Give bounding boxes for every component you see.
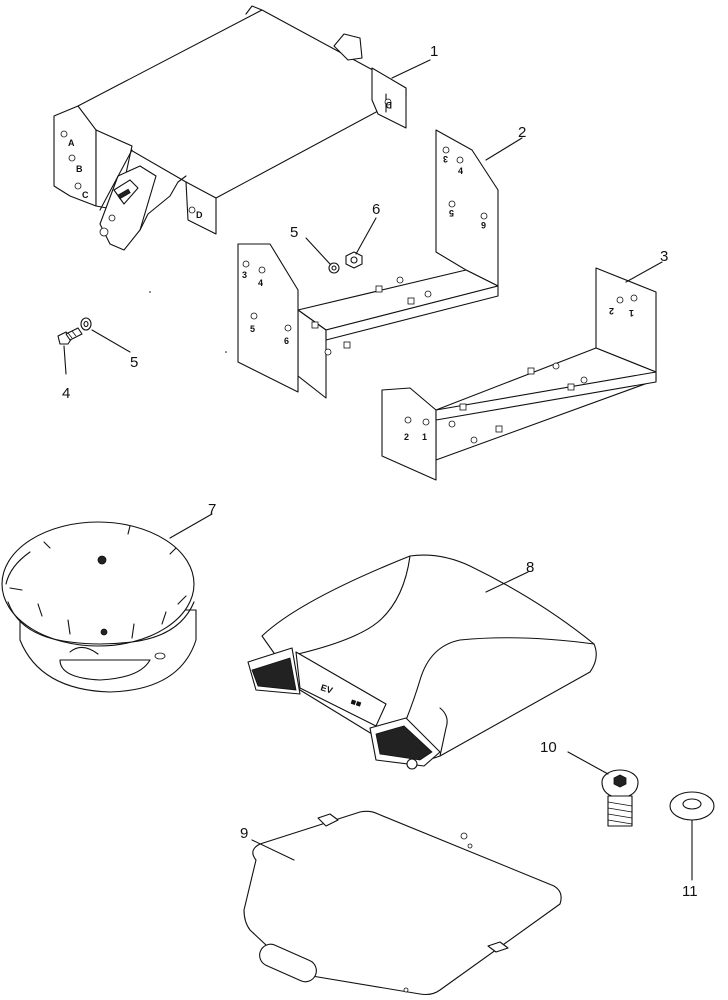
callout-10: 10 (540, 739, 557, 756)
part-3-u-bracket: 2 1 2 1 (381, 267, 657, 481)
mark-l4: 4 (258, 278, 263, 288)
callout-11: 11 (682, 883, 698, 900)
mark-l5: 5 (250, 324, 255, 334)
part-10-screw (601, 769, 639, 827)
mark-c: C (82, 190, 89, 200)
svg-text:EV: EV (319, 682, 334, 695)
mark-l6: 6 (284, 336, 289, 346)
part-1-mounting-bracket: A B C D D (53, 5, 407, 251)
mark-d-side: D (385, 100, 392, 110)
part-8-receiver-housing: EV ■■ (247, 554, 597, 770)
callout-7: 7 (208, 501, 216, 518)
mark-r3: 3 (443, 154, 448, 164)
part-11-washer (669, 791, 715, 821)
callout-8: 8 (526, 559, 534, 576)
part-6-nut (345, 251, 363, 269)
callout-2: 2 (518, 124, 526, 141)
svg-text:■■: ■■ (349, 696, 362, 709)
mark-a: A (68, 138, 75, 148)
part-5-washer-upper (328, 262, 340, 274)
part-5-washer (80, 317, 92, 331)
callout-3: 3 (660, 248, 668, 265)
mark-l2: 2 (404, 432, 409, 442)
callout-6: 6 (372, 201, 380, 218)
callout-1: 1 (430, 43, 438, 60)
part-9-base-plate (243, 810, 562, 996)
callout-labels: 1 2 3 5 6 4 5 7 8 9 10 11 (62, 43, 698, 900)
callout-5-upper: 5 (290, 224, 298, 241)
mark-r4: 4 (458, 166, 463, 176)
mark-r2: 2 (609, 306, 614, 316)
mark-l3: 3 (242, 270, 247, 280)
mark-l1: 1 (422, 432, 427, 442)
mark-r5: 5 (449, 208, 454, 218)
mark-b: B (76, 164, 83, 174)
mark-r6: 6 (481, 220, 486, 230)
callout-9: 9 (240, 825, 248, 842)
callout-5-lower: 5 (130, 354, 138, 371)
part-4-bolt (57, 327, 83, 345)
mark-r1: 1 (629, 308, 634, 318)
callout-4: 4 (62, 385, 70, 402)
part-2-u-bracket: 3 4 5 6 3 4 5 6 (237, 129, 499, 399)
leader-lines (63, 59, 693, 881)
mark-d-front: D (196, 210, 203, 220)
part-7-gps-antenna (1, 521, 197, 693)
